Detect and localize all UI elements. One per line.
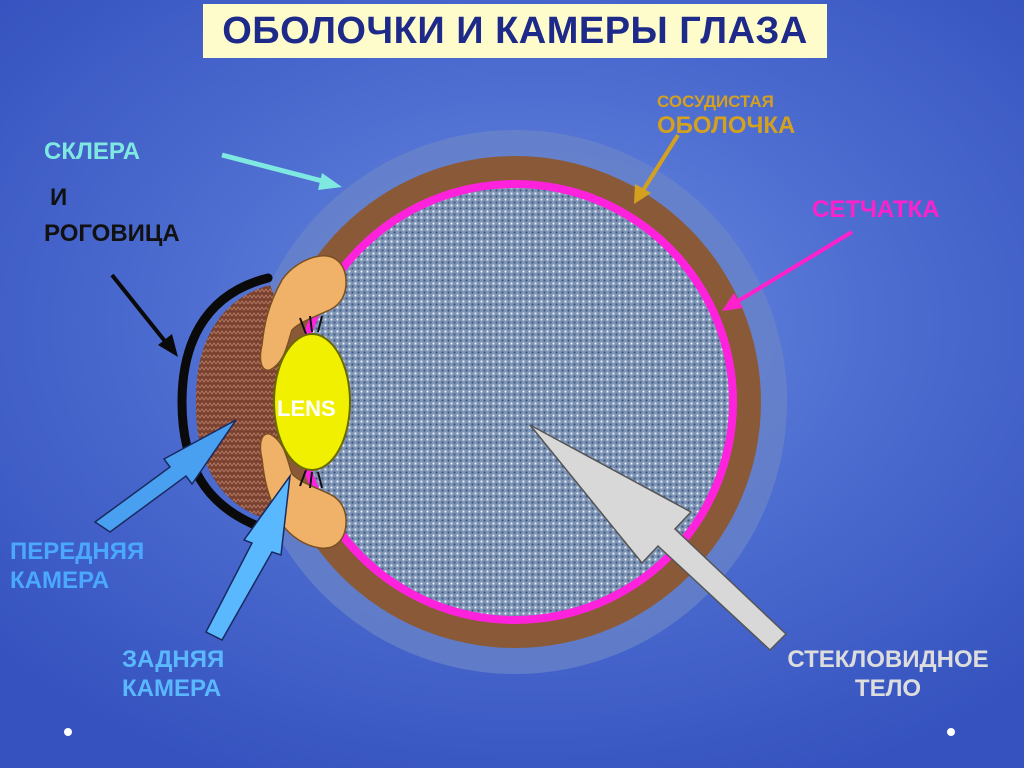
- cornea-arrow: [110, 273, 178, 357]
- cornea-arc: [177, 273, 280, 537]
- choroid-label-line1: СОСУДИСТАЯ: [657, 92, 774, 111]
- vitreous-label-line2: ТЕЛО: [854, 674, 922, 702]
- retina-label-text: СЕТЧАТКА: [812, 196, 940, 223]
- lens: [273, 333, 351, 471]
- anterior-label-line1: ПЕРЕДНЯЯ: [10, 538, 145, 565]
- vitreous-label-line1: СТЕКЛОВИДНОЕ: [787, 646, 989, 673]
- posterior-label-line1: ЗАДНЯЯ: [122, 646, 225, 673]
- retina-label: СЕТЧАТКА: [812, 196, 940, 225]
- lens-label-text: LENS: [277, 396, 336, 421]
- sclera-label-line1: СКЛЕРА: [44, 138, 141, 165]
- posterior-chamber-label: ЗАДНЯЯ КАМЕРА: [122, 646, 224, 704]
- cornea-label: РОГОВИЦА: [44, 220, 180, 249]
- choroid-arrow: [634, 133, 680, 204]
- posterior-label-line2: КАМЕРА: [122, 674, 222, 702]
- sclera-label-line2: И: [50, 184, 68, 211]
- posterior-chamber-arrow: [204, 473, 292, 641]
- sclera-label: СКЛЕРА: [44, 138, 140, 167]
- choroid-label-line2: ОБОЛОЧКА: [657, 112, 796, 140]
- zonular-fibers-lower: [299, 469, 323, 489]
- anterior-label-line2: КАМЕРА: [10, 566, 110, 594]
- bullet-left: [64, 728, 72, 736]
- title-box: ОБОЛОЧКИ И КАМЕРЫ ГЛАЗА: [203, 4, 827, 58]
- anterior-chamber-label: ПЕРЕДНЯЯ КАМЕРА: [10, 538, 144, 596]
- retina-arrow: [722, 230, 854, 311]
- cornea-label-text: РОГОВИЦА: [44, 220, 180, 247]
- page-title: ОБОЛОЧКИ И КАМЕРЫ ГЛАЗА: [222, 9, 808, 52]
- vitreous-label: СТЕКЛОВИДНОЕ ТЕЛО: [778, 646, 998, 704]
- and-label: И: [50, 184, 67, 213]
- anterior-chamber-arrow: [93, 419, 237, 533]
- ciliary-body-upper: [259, 255, 347, 371]
- zonular-fibers-upper: [299, 315, 323, 335]
- choroid-label: СОСУДИСТАЯ ОБОЛОЧКА: [657, 92, 795, 141]
- sclera-arrow: [221, 152, 342, 190]
- lens-label: LENS: [277, 396, 336, 422]
- bullet-right: [947, 728, 955, 736]
- vitreous-arrow: [529, 424, 788, 652]
